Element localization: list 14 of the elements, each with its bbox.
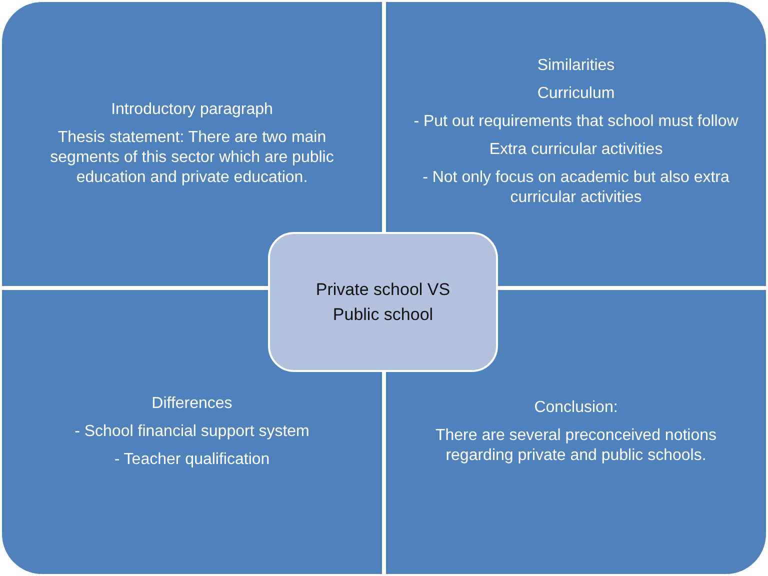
body-text: - School financial support system (74, 422, 310, 442)
body-text: Thesis statement: There are two main segments of this sector which are public education and private education. (49, 128, 335, 188)
body-text: There are several preconceived notions regarding private and public schools. (434, 426, 718, 466)
body-text: Curriculum (537, 84, 615, 104)
heading-text: Similarities (537, 56, 615, 76)
center-box (268, 232, 498, 372)
body-text: - Teacher qualification (114, 450, 270, 470)
heading-text: Conclusion: (534, 398, 618, 418)
heading-text: Introductory paragraph (111, 100, 273, 120)
body-text: Extra curricular activities (489, 140, 663, 160)
body-text: - Put out requirements that school must follow (414, 112, 738, 132)
heading-text: Differences (152, 394, 232, 414)
heading-text: Private school VS Public school (314, 278, 452, 326)
body-text: - Not only focus on academic but also extra curricular activities (422, 168, 730, 208)
